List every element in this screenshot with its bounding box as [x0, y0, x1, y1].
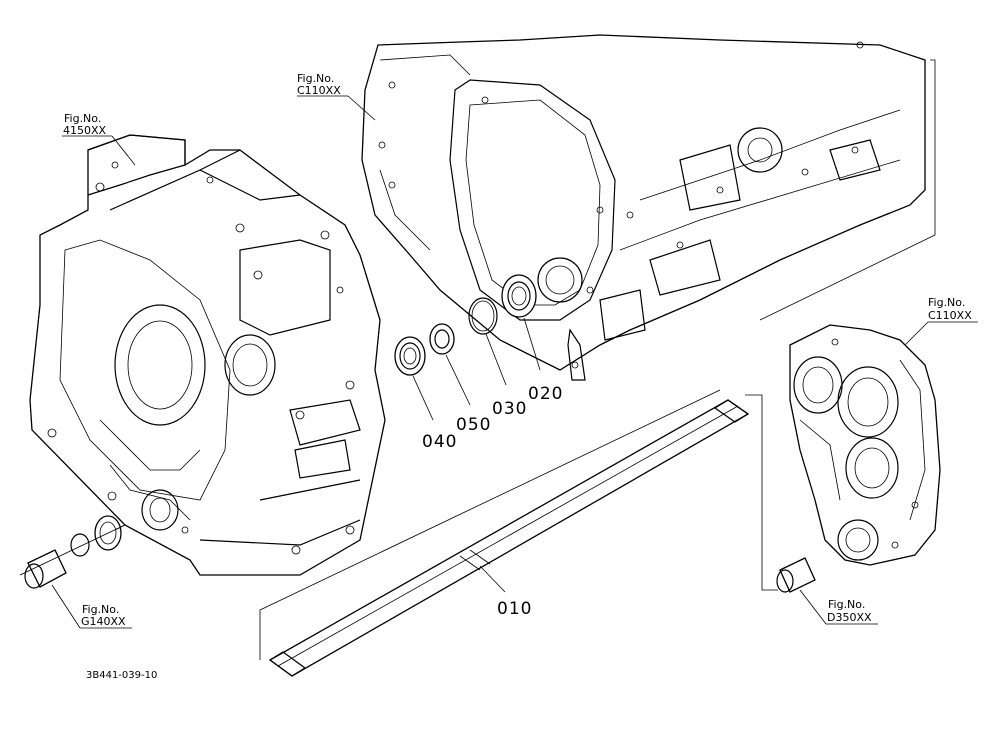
fig-ref-c110-top[interactable]: Fig.No. C110XX — [297, 72, 341, 97]
snap-ring-030 — [468, 297, 498, 335]
diagram-code: 3B441-039-10 — [86, 670, 157, 681]
shaft-010 — [268, 399, 750, 677]
fig-ref-c110-top-code: C110XX — [297, 84, 341, 97]
fig-ref-c110-top-label: Fig.No. — [297, 72, 334, 85]
left-bearing-group — [24, 515, 122, 589]
fig-ref-c110-right[interactable]: Fig.No. C110XX — [928, 296, 972, 322]
fig-ref-4150-label: Fig.No. — [64, 112, 101, 125]
seal-040 — [394, 336, 426, 376]
left-transmission-housing — [29, 134, 386, 576]
fig-ref-c110-right-label: Fig.No. — [928, 296, 965, 309]
part-number-050: 050 — [456, 415, 491, 435]
part-number-020: 020 — [528, 384, 563, 404]
right-cover-plate — [789, 324, 941, 566]
fig-ref-g140-code: G140XX — [81, 615, 126, 628]
fig-ref-c110-right-code: C110XX — [928, 309, 972, 322]
leader-lines — [51, 95, 978, 629]
assembly-boundary-lines — [19, 59, 936, 660]
fig-ref-d350-code: D350XX — [827, 611, 872, 624]
part-number-040: 040 — [422, 432, 457, 452]
fig-ref-4150-code: 4150XX — [63, 124, 107, 137]
part-number-030: 030 — [492, 399, 527, 419]
right-needle-bearing — [776, 557, 816, 593]
upper-clutch-housing — [361, 34, 926, 381]
fig-ref-g140[interactable]: Fig.No. G140XX — [81, 603, 126, 628]
fig-ref-4150[interactable]: Fig.No. 4150XX — [63, 112, 107, 137]
fig-ref-g140-label: Fig.No. — [82, 603, 119, 616]
collar-050 — [429, 323, 455, 355]
fig-ref-d350-label: Fig.No. — [828, 598, 865, 611]
fig-ref-d350[interactable]: Fig.No. D350XX — [827, 598, 872, 624]
part-number-010: 010 — [497, 599, 532, 619]
bearing-020 — [501, 274, 537, 318]
